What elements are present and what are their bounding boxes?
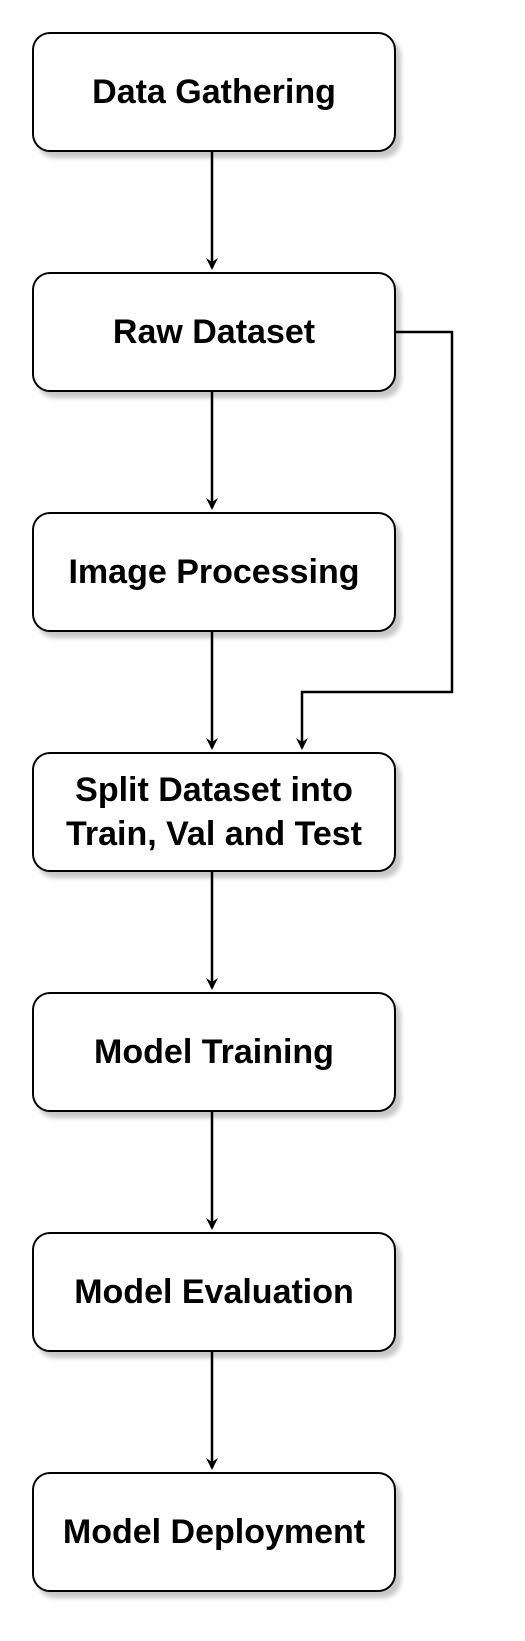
node-image-processing[interactable]: Image Processing xyxy=(32,512,396,632)
node-model-evaluation[interactable]: Model Evaluation xyxy=(32,1232,396,1352)
node-split-dataset[interactable]: Split Dataset into Train, Val and Test xyxy=(32,752,396,872)
node-label: Split Dataset into Train, Val and Test xyxy=(65,770,363,853)
node-label: Model Evaluation xyxy=(74,1272,354,1311)
node-label: Image Processing xyxy=(68,552,360,591)
node-label: Model Deployment xyxy=(62,1512,366,1551)
node-model-training[interactable]: Model Training xyxy=(32,992,396,1112)
node-label: Data Gathering xyxy=(92,72,336,111)
arrow-raw-dataset-bypass-to-split-dataset xyxy=(296,330,454,750)
node-raw-dataset[interactable]: Raw Dataset xyxy=(32,272,396,392)
node-label: Raw Dataset xyxy=(112,312,316,351)
node-data-gathering[interactable]: Data Gathering xyxy=(32,32,396,152)
node-label: Model Training xyxy=(94,1032,334,1071)
node-model-deployment[interactable]: Model Deployment xyxy=(32,1472,396,1592)
